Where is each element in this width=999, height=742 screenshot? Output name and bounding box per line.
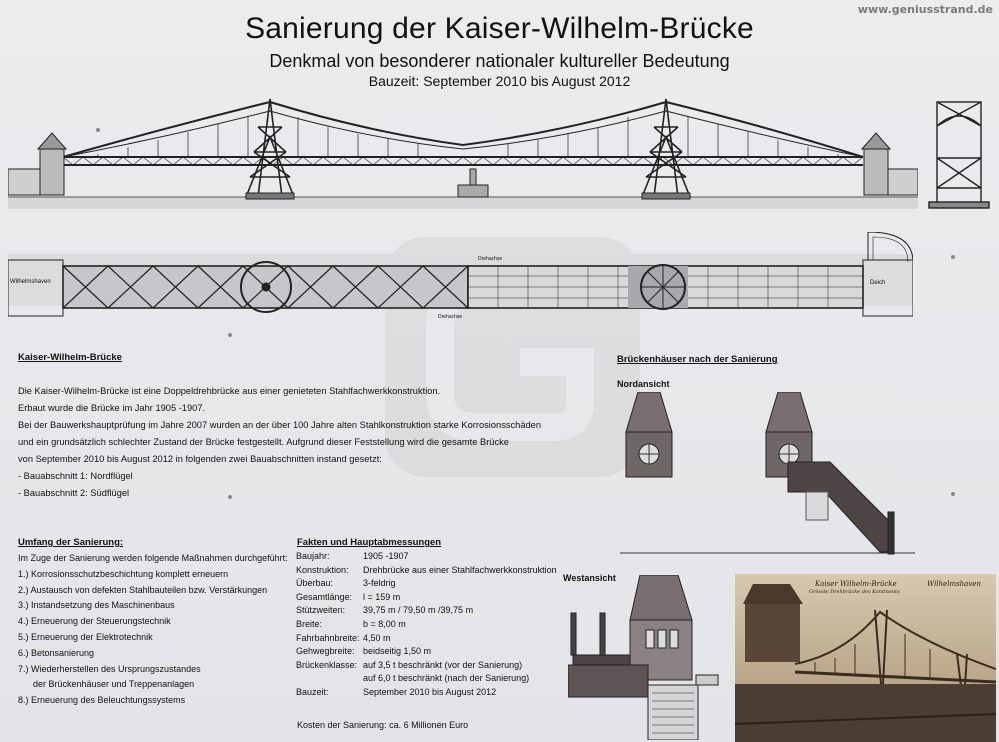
facts-row: Breite: b = 8,00 m	[296, 619, 557, 633]
facts-key: Bauzeit:	[296, 686, 329, 697]
page-subtitle: Denkmal von besonderer nationaler kultur…	[269, 51, 730, 71]
photo-caption-subtitle: Grösste Drehbrücke des Kontinents	[809, 589, 900, 595]
scope-item: 3.) Instandsetzung des Maschinenbaus	[18, 600, 175, 611]
scope-list: Im Zuge der Sanierung werden folgende Ma…	[18, 553, 288, 711]
facts-cost: Kosten der Sanierung: ca. 6 Millionen Eu…	[297, 720, 468, 730]
facts-row: Stützweiten: 39,75 m / 79,50 m /39,75 m	[296, 605, 557, 619]
intro-line: Bei der Bauwerkshauptprüfung im Jahre 20…	[18, 420, 542, 430]
houses-heading: Brückenhäuser nach der Sanierung	[617, 354, 778, 365]
plan-label-drehachse-bottom: Drehachse	[438, 314, 463, 320]
bridge-side-view-drawing	[928, 101, 990, 209]
watermark: www.geniusstrand.de	[857, 3, 993, 16]
scope-item: 4.) Erneuerung der Steuerungstechnik	[18, 616, 171, 627]
mount-screw	[951, 492, 955, 496]
bridge-plan-drawing	[8, 232, 913, 317]
facts-key: Fahrbahnbreite:	[296, 632, 360, 643]
plan-label-right: Deich	[870, 280, 886, 286]
west-view-label: Westansicht	[563, 573, 616, 583]
facts-value: 1905 -1907	[363, 551, 409, 561]
facts-key: Gehwegbreite:	[296, 646, 355, 657]
west-view-drawing	[568, 575, 719, 740]
intro-line: - Bauabschnitt 2: Südflügel	[18, 488, 130, 498]
scope-intro: Im Zuge der Sanierung werden folgende Ma…	[18, 553, 288, 563]
photo-caption-title: Kaiser Wilhelm-Brücke	[815, 580, 897, 588]
construction-period: Bauzeit: September 2010 bis August 2012	[368, 73, 631, 89]
facts-value: 4,50 m	[363, 632, 391, 643]
scope-item: 5.) Erneuerung der Elektrotechnik	[18, 631, 153, 642]
facts-value: l = 159 m	[363, 591, 401, 602]
cost-value: ca. 6 Millionen Euro	[389, 720, 469, 730]
intro-line: von September 2010 bis August 2012 in fo…	[18, 454, 382, 464]
intro-line: Erbaut wurde die Brücke im Jahr 1905 -19…	[18, 403, 206, 413]
facts-row: Baujahr: 1905 -1907	[296, 551, 557, 565]
north-view-label: Nordansicht	[617, 379, 670, 389]
scope-item: 8.) Erneuerung des Beleuchtungssystems	[18, 695, 186, 706]
facts-row: Überbau: 3-feldrig	[296, 578, 557, 592]
plan-label-drehachse-top: Drehachse	[478, 256, 503, 262]
scope-item: 7.) Wiederherstellen des Ursprungszustan…	[18, 663, 201, 674]
facts-row: Brückenklasse: auf 3,5 t beschränkt (vor …	[296, 660, 557, 674]
intro-text: Die Kaiser-Wilhelm-Brücke ist eine Doppe…	[18, 383, 558, 502]
historic-bridge-photo-image	[735, 574, 996, 742]
facts-value: beidseitig 1,50 m	[363, 646, 432, 657]
facts-value: 39,75 m / 79,50 m /39,75 m	[363, 605, 474, 616]
intro-line: Die Kaiser-Wilhelm-Brücke ist eine Doppe…	[18, 386, 441, 396]
facts-key: Konstruktion:	[296, 564, 349, 575]
intro-heading: Kaiser-Wilhelm-Brücke	[18, 352, 122, 363]
facts-value: September 2010 bis August 2012	[363, 686, 497, 697]
facts-value: Drehbrücke aus einer Stahlfachwerkkonstr…	[363, 564, 557, 575]
mount-screw	[228, 495, 232, 499]
photo-caption-city: Wilhelmshaven	[927, 580, 981, 588]
cost-label: Kosten der Sanierung:	[297, 720, 387, 730]
facts-key	[296, 673, 363, 687]
facts-key: Brückenklasse:	[296, 659, 358, 670]
facts-row: auf 6,0 t beschränkt (nach der Sanierung…	[296, 673, 557, 687]
scope-item: 6.) Betonsanierung	[18, 647, 95, 658]
mount-screw	[96, 128, 100, 132]
north-view-drawing	[620, 392, 915, 555]
scope-heading: Umfang der Sanierung:	[18, 537, 124, 548]
intro-line: und ein grundsätzlich schlechter Zustand…	[18, 437, 509, 447]
page-title: Sanierung der Kaiser-Wilhelm-Brücke	[245, 12, 754, 45]
facts-row: Gehwegbreite: beidseitig 1,50 m	[296, 646, 557, 660]
facts-row: Konstruktion: Drehbrücke aus einer Stahlf…	[296, 565, 557, 579]
facts-key: Breite:	[296, 618, 323, 629]
facts-value: auf 3,5 t beschränkt (vor der Sanierung)	[363, 659, 523, 670]
scope-item: 1.) Korrosionsschutzbeschichtung komplet…	[18, 568, 229, 579]
bridge-elevation-drawing	[8, 98, 918, 209]
facts-row: Bauzeit: September 2010 bis August 2012	[296, 687, 557, 701]
facts-key: Überbau:	[296, 578, 334, 589]
facts-heading: Fakten und Hauptabmessungen	[297, 537, 442, 548]
mount-screw	[228, 333, 232, 337]
facts-key: Stützweiten:	[296, 605, 346, 616]
facts-key: Gesamtlänge:	[296, 591, 353, 602]
historic-photo: Kaiser Wilhelm-Brücke Grösste Drehbrücke…	[735, 574, 996, 742]
facts-row: Fahrbahnbreite:4,50 m	[296, 633, 557, 647]
plan-label-left: Wilhelmshaven	[10, 279, 51, 285]
intro-line: - Bauabschnitt 1: Nordflügel	[18, 471, 133, 481]
mount-screw	[951, 255, 955, 259]
scope-item: der Brückenhäuser und Treppenanlagen	[18, 679, 195, 690]
facts-value: auf 6,0 t beschränkt (nach der Sanierung…	[363, 673, 530, 684]
scope-item: 2.) Austausch von defekten Stahlbauteile…	[18, 584, 268, 595]
facts-row: Gesamtlänge: l = 159 m	[296, 592, 557, 606]
facts-value: b = 8,00 m	[363, 618, 406, 629]
facts-value: 3-feldrig	[363, 578, 396, 589]
facts-key: Baujahr:	[296, 551, 330, 561]
